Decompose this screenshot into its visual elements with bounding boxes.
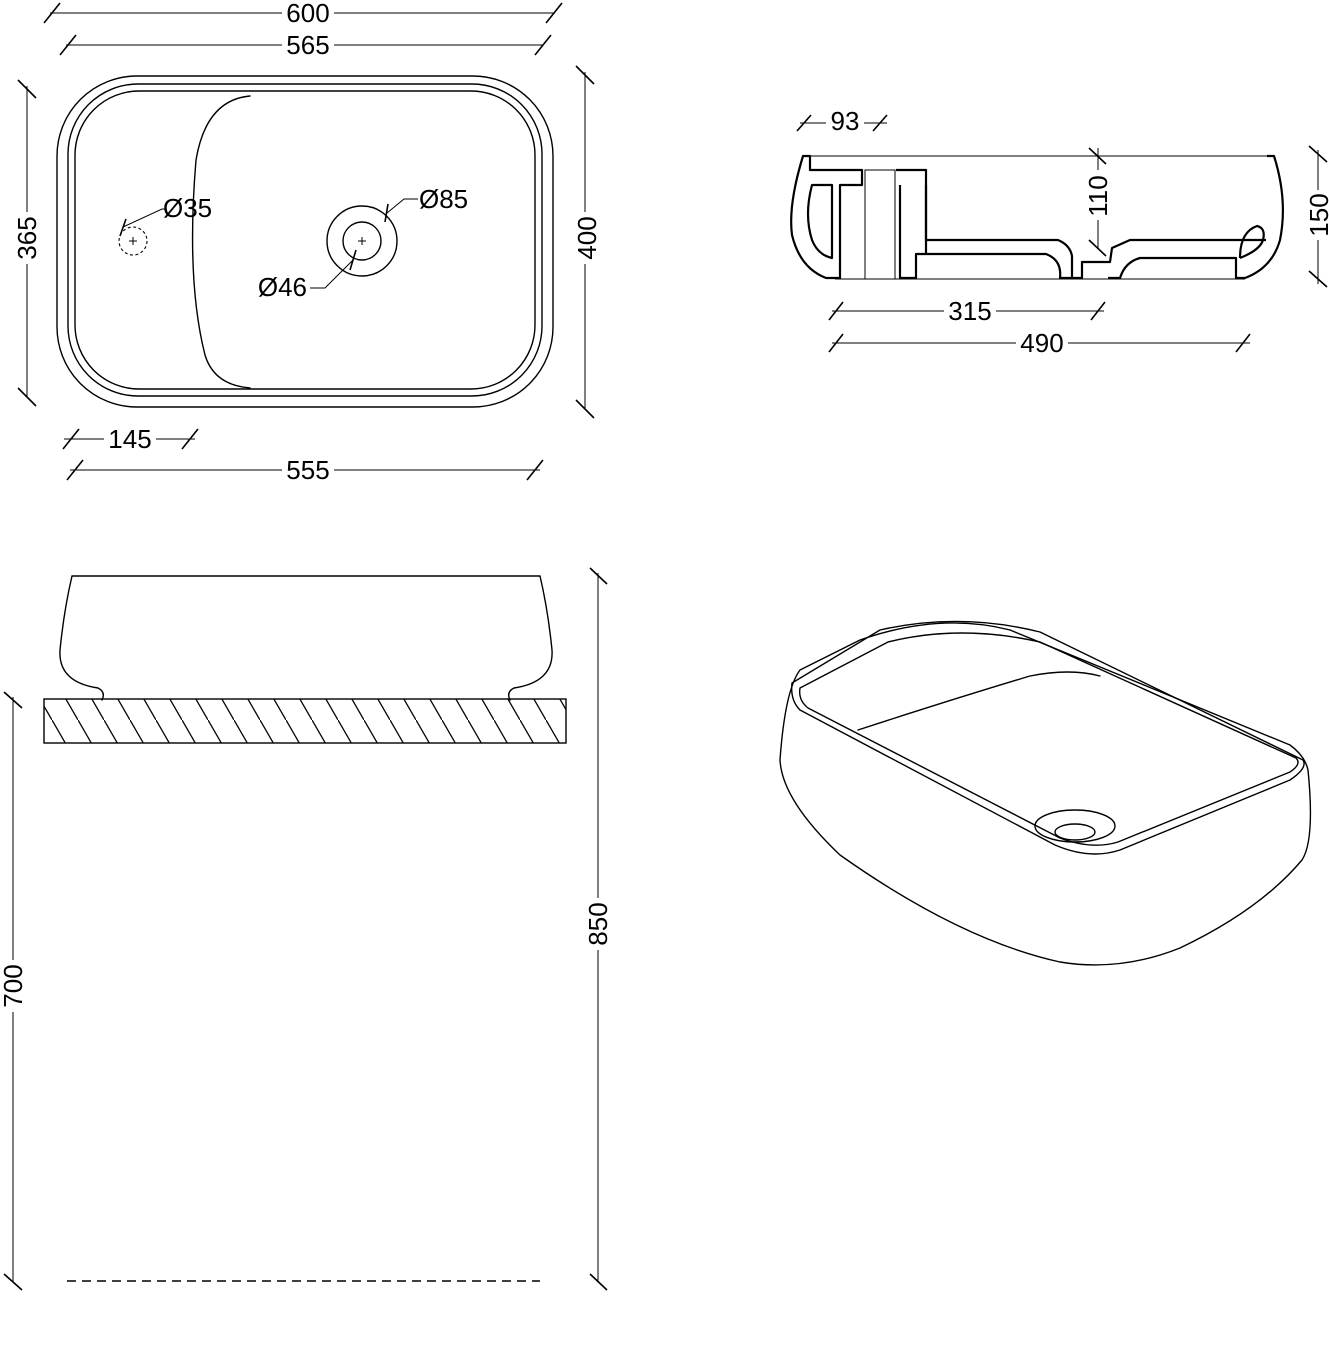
- section-left-wall: [790, 154, 864, 280]
- dim-555-label: 555: [286, 455, 329, 485]
- dim-93: 93: [796, 106, 888, 136]
- countertop-slab: [43, 698, 567, 744]
- dim-700: 700: [0, 691, 28, 1291]
- dim-110-label: 110: [1083, 175, 1113, 216]
- dim-110: 110: [1083, 147, 1113, 257]
- dim-315-label: 315: [948, 296, 991, 326]
- perspective-drain-inner: [1054, 823, 1096, 841]
- tap-hole-label: Ø35: [163, 193, 212, 223]
- dim-400: 400: [572, 65, 602, 419]
- basin-outer-outline: [56, 75, 554, 408]
- bowl-deck-boundary: [191, 95, 251, 389]
- leader-tap-hole: Ø35: [119, 193, 212, 237]
- dim-850: 850: [583, 567, 613, 1291]
- section-tap-block: [864, 169, 896, 280]
- perspective-outer-body: [779, 622, 1312, 966]
- dim-555: 555: [66, 455, 544, 485]
- dim-850-label: 850: [583, 902, 613, 945]
- dim-145: 145: [62, 424, 199, 454]
- section-view: 93 110 150 315: [790, 106, 1329, 358]
- dim-93-label: 93: [831, 106, 860, 136]
- perspective-drain-outer: [1034, 809, 1116, 843]
- elevation-basin-outline: [59, 575, 553, 701]
- perspective-rim-inner: [798, 632, 1299, 846]
- dim-600-label: 600: [286, 0, 329, 28]
- dim-400-label: 400: [572, 216, 602, 259]
- section-bowl-floor: [896, 168, 1266, 280]
- dim-150: 150: [1304, 145, 1329, 288]
- dim-315: 315: [828, 296, 1106, 326]
- perspective-rim-outer: [790, 620, 1305, 855]
- drain-outer-label: Ø85: [419, 184, 468, 214]
- dim-365: 365: [12, 79, 42, 407]
- drain-inner-label: Ø46: [258, 272, 307, 302]
- dim-565: 565: [59, 30, 552, 60]
- drain-outer-circle: [326, 205, 398, 277]
- dim-490: 490: [828, 328, 1251, 358]
- tap-hole: [118, 226, 148, 256]
- dim-145-label: 145: [108, 424, 151, 454]
- basin-inner-rim: [67, 83, 543, 397]
- dim-700-label: 700: [0, 964, 28, 1007]
- dim-150-label: 150: [1304, 193, 1329, 236]
- dim-600: 600: [43, 0, 563, 28]
- elevation-view: 700 850: [0, 567, 613, 1291]
- leader-drain-outer: Ø85: [384, 184, 468, 223]
- perspective-bowl-curve: [857, 671, 1101, 731]
- dim-490-label: 490: [1020, 328, 1063, 358]
- drain-inner-circle: [342, 221, 382, 261]
- section-right-wall: [1108, 154, 1284, 280]
- top-view: 600 565 400 365: [12, 0, 602, 485]
- dim-565-label: 565: [286, 30, 329, 60]
- perspective-view: [779, 620, 1312, 966]
- leader-drain-inner: Ø46: [258, 249, 357, 302]
- basin-inner-rim-second: [74, 90, 536, 390]
- dim-365-label: 365: [12, 216, 42, 259]
